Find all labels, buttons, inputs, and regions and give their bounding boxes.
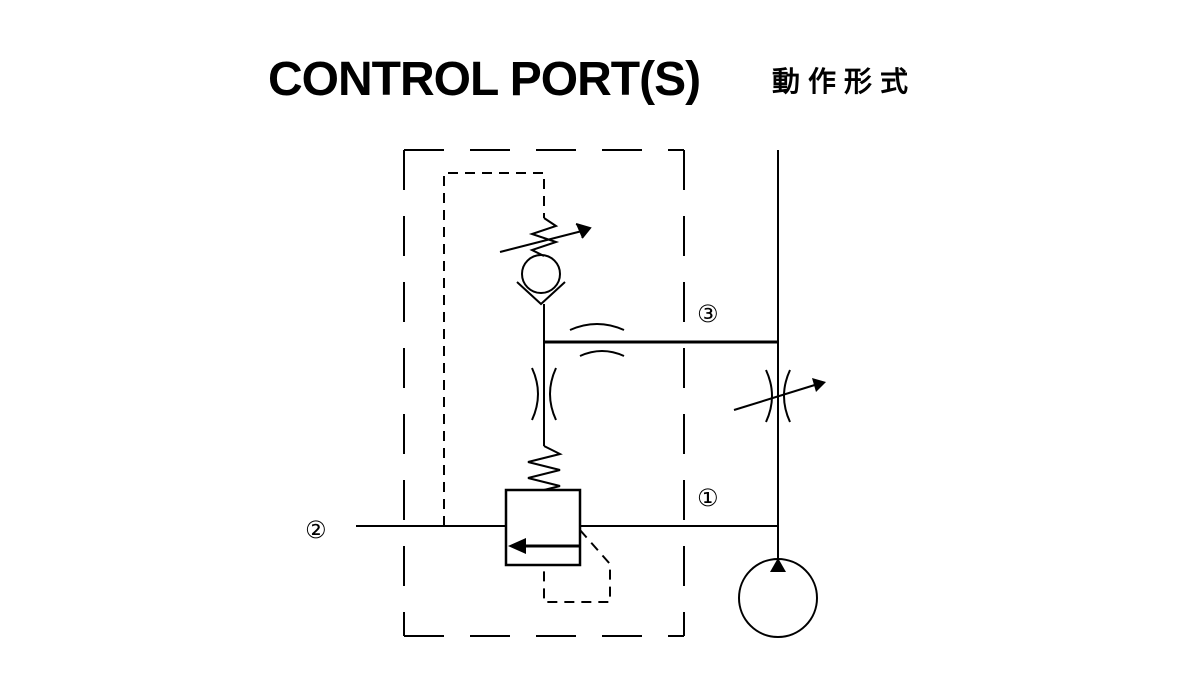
adjustable-spring-icon [499, 217, 592, 257]
spool-valve-box [504, 488, 582, 567]
orifice-horizontal-icon [569, 323, 625, 357]
variable-orifice-icon [733, 369, 826, 423]
spool-spring-icon [527, 445, 563, 491]
page-title-chinese: 動作形式 [772, 65, 917, 98]
title-row: CONTROL PORT(S) 動作形式 [0, 52, 1200, 112]
page-title: CONTROL PORT(S) [268, 53, 701, 106]
check-valve-icon [516, 254, 566, 306]
cartridge-boundary [403, 149, 685, 637]
port-3-label: ③ [697, 300, 719, 328]
flow-arrow-icon [508, 538, 580, 554]
pilot-line-dashed [443, 172, 545, 526]
orifice-vertical-icon [531, 367, 557, 421]
pilot-line-dashed-lower [543, 529, 611, 603]
port-2-label: ② [305, 516, 327, 544]
port-1-label: ① [697, 484, 719, 512]
pump-icon [738, 558, 818, 638]
